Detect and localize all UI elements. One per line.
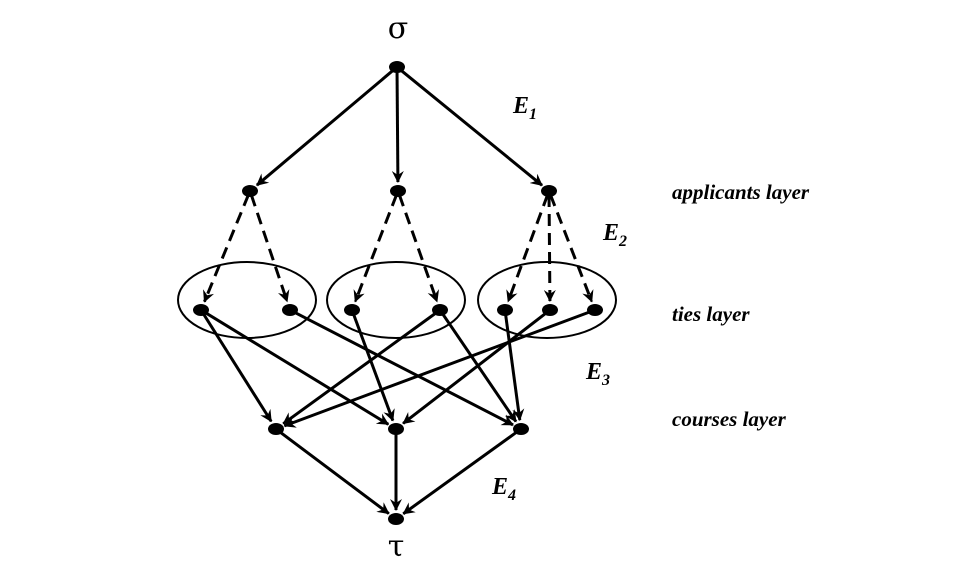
edge-a2-to-t4 bbox=[397, 194, 440, 303]
node-t3 bbox=[344, 304, 360, 316]
node-a1 bbox=[242, 185, 258, 197]
node-a3 bbox=[541, 185, 557, 197]
edge-a1-to-t2 bbox=[249, 194, 290, 303]
node-sigma bbox=[389, 61, 405, 73]
edge-t3-to-c2 bbox=[351, 313, 395, 422]
node-t5 bbox=[497, 304, 513, 316]
node-tau bbox=[388, 513, 404, 525]
node-c1 bbox=[268, 423, 284, 435]
nodes bbox=[193, 61, 603, 525]
edge-t1-to-c2 bbox=[203, 310, 390, 426]
node-c3 bbox=[513, 423, 529, 435]
edge-a1-to-t1 bbox=[203, 194, 250, 303]
node-t1 bbox=[193, 304, 209, 316]
edge-set-subscript-e1: 1 bbox=[529, 106, 537, 123]
tie-group-ellipse bbox=[477, 261, 617, 339]
edge-sigma-to-a2 bbox=[391, 70, 404, 184]
edge-c3-to-tau bbox=[402, 430, 519, 515]
edge-set-label-e1: E1 bbox=[512, 93, 537, 123]
sink-label: τ bbox=[388, 529, 405, 564]
node-t2 bbox=[282, 304, 298, 316]
edge-set-label-e3: E3 bbox=[585, 359, 610, 389]
edge-sigma-to-a3 bbox=[399, 68, 543, 187]
edge-t2-to-c3 bbox=[292, 310, 514, 427]
edge-a3-to-t5 bbox=[506, 194, 550, 303]
edge-set-subscript-e4: 4 bbox=[507, 487, 516, 504]
edge-t1-to-c1 bbox=[201, 312, 273, 423]
edge-a2-to-t3 bbox=[353, 194, 398, 303]
edge-set-label-e2: E2 bbox=[602, 220, 627, 250]
ties-layer-label: ties layer bbox=[672, 302, 750, 326]
node-a2 bbox=[390, 185, 406, 197]
edge-sigma-to-a1 bbox=[255, 68, 395, 187]
edge-a3-to-t7 bbox=[549, 194, 594, 303]
edge-t4-to-c3 bbox=[441, 312, 518, 423]
edge-t7-to-c1 bbox=[283, 309, 592, 428]
edge-set-subscript-e3: 3 bbox=[601, 372, 610, 389]
node-c2 bbox=[388, 423, 404, 435]
edge-t4-to-c1 bbox=[282, 311, 438, 425]
edge-t6-to-c2 bbox=[402, 311, 548, 425]
tie-group-ellipse bbox=[177, 261, 317, 339]
edge-c1-to-tau bbox=[278, 430, 390, 515]
node-t6 bbox=[542, 304, 558, 316]
courses-layer-label: courses layer bbox=[672, 407, 787, 431]
edge-set-subscript-e2: 2 bbox=[618, 233, 627, 250]
applicants-layer-label: applicants layer bbox=[672, 180, 810, 204]
node-t4 bbox=[432, 304, 448, 316]
edge-t5-to-c3 bbox=[504, 313, 525, 422]
edges bbox=[201, 68, 594, 515]
node-t7 bbox=[587, 304, 603, 316]
tie-group-ellipse bbox=[326, 261, 466, 339]
edge-set-label-e4: E4 bbox=[491, 474, 516, 504]
source-label: σ bbox=[388, 11, 408, 46]
edge-a3-to-t6 bbox=[543, 194, 556, 303]
